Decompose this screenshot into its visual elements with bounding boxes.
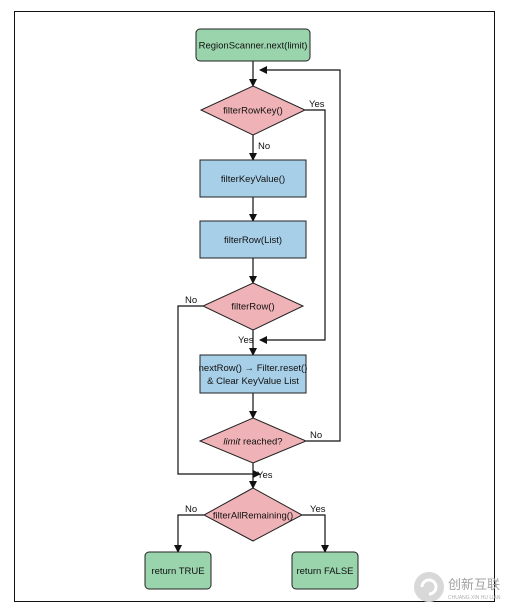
- watermark-en: CHUANG XIN HU LIAN: [448, 595, 501, 601]
- return-false-label: return FALSE: [296, 566, 353, 577]
- label-no-limit: No: [310, 430, 322, 441]
- next-row-label-line1: nextRow() → Filter.reset(): [199, 363, 308, 374]
- filter-row-key-label: filterRowKey(): [223, 106, 283, 117]
- filter-key-value-process: filterKeyValue(): [199, 159, 307, 198]
- label-no-filterallremaining: No: [185, 504, 197, 515]
- watermark-logo-icon: [414, 572, 444, 602]
- edge-labels: Yes No No Yes No Yes No Yes: [185, 99, 326, 515]
- next-row-label-line2: & Clear KeyValue List: [207, 376, 299, 387]
- filter-row-list-label: filterRow(List): [224, 235, 282, 246]
- limit-reached-decision: limit reached?: [198, 417, 308, 464]
- arrow-filterallremaining-no: [174, 514, 204, 553]
- filter-all-remaining-decision: filterAllRemaining(): [202, 487, 304, 542]
- label-yes-filterrow: Yes: [238, 335, 254, 346]
- start-label: RegionScanner.next(limit): [199, 41, 308, 52]
- start-node: RegionScanner.next(limit): [195, 28, 311, 62]
- reached-word: reached?: [240, 437, 282, 448]
- filter-row-label: filterRow(): [231, 302, 274, 313]
- connectors: [174, 61, 341, 553]
- filter-key-value-label: filterKeyValue(): [221, 174, 285, 185]
- arrow-filterrow-no: [177, 305, 261, 478]
- watermark-logo: 创新互联 CHUANG XIN HU LIAN: [414, 572, 501, 602]
- diagram-frame: [14, 11, 495, 602]
- arrow-filterrowkey-yes: [259, 109, 326, 344]
- filter-row-key-decision: filterRowKey(): [199, 85, 307, 136]
- filter-row-decision: filterRow(): [201, 282, 305, 331]
- label-no-filterrow: No: [185, 295, 197, 306]
- label-yes-filterallremaining: Yes: [310, 504, 326, 515]
- watermark-cn: 创新互联: [448, 577, 500, 593]
- filter-all-remaining-label: filterAllRemaining(): [213, 511, 293, 522]
- return-true-node: return TRUE: [144, 551, 212, 590]
- label-yes-filterrowkey: Yes: [309, 99, 325, 110]
- return-true-label: return TRUE: [151, 566, 204, 577]
- label-no-filterrowkey: No: [258, 141, 270, 152]
- next-row-process: nextRow() → Filter.reset() & Clear KeyVa…: [199, 354, 308, 394]
- arrow-limit-no-loop: [259, 66, 341, 442]
- limit-word: limit: [223, 437, 240, 448]
- label-yes-limit: Yes: [257, 470, 273, 481]
- arrow-filterallremaining-yes: [302, 514, 329, 553]
- return-false-node: return FALSE: [291, 551, 359, 590]
- limit-reached-label: limit reached?: [223, 437, 282, 448]
- filter-row-list-process: filterRow(List): [199, 220, 307, 259]
